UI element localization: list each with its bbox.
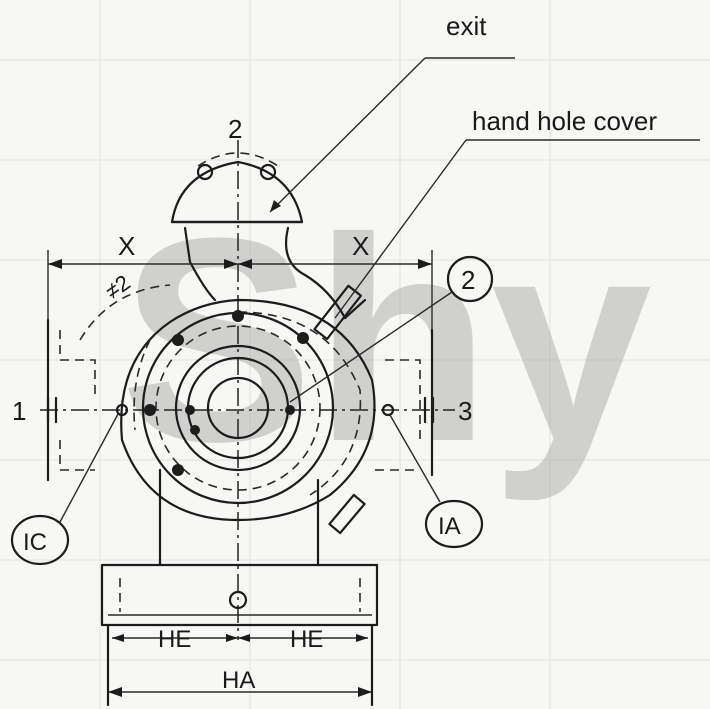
callout-ia [389,414,484,549]
exit-label: exit [446,11,487,41]
axis-3-label: 3 [458,396,472,426]
dimension-he [112,634,368,642]
dimension-x [47,250,433,330]
callout-ia-label: IA [438,513,461,540]
he-right-label: HE [290,626,323,653]
hand-hole-cover-leader [334,139,700,319]
angle-arc [79,284,171,341]
pump-pedestal [158,468,366,567]
dimension-ha [108,687,372,697]
watermark: Shy [120,178,654,503]
ha-label: HA [222,667,255,694]
callout-ic-label: IC [23,529,47,556]
callout-2-label: 2 [461,265,475,295]
x-left-label: X [118,231,135,261]
callout-2 [289,255,494,403]
bolts [144,310,309,476]
exit-leader [269,57,515,213]
hand-hole-cover-label: hand hole cover [472,106,657,136]
axis-2-label: 2 [228,114,242,144]
axis-1-label: 1 [12,396,26,426]
volute-casing [120,298,376,522]
he-left-label: HE [158,626,191,653]
x-right-label: X [352,231,369,261]
axis-tick-marks [46,396,435,424]
callout-ic [10,413,119,566]
